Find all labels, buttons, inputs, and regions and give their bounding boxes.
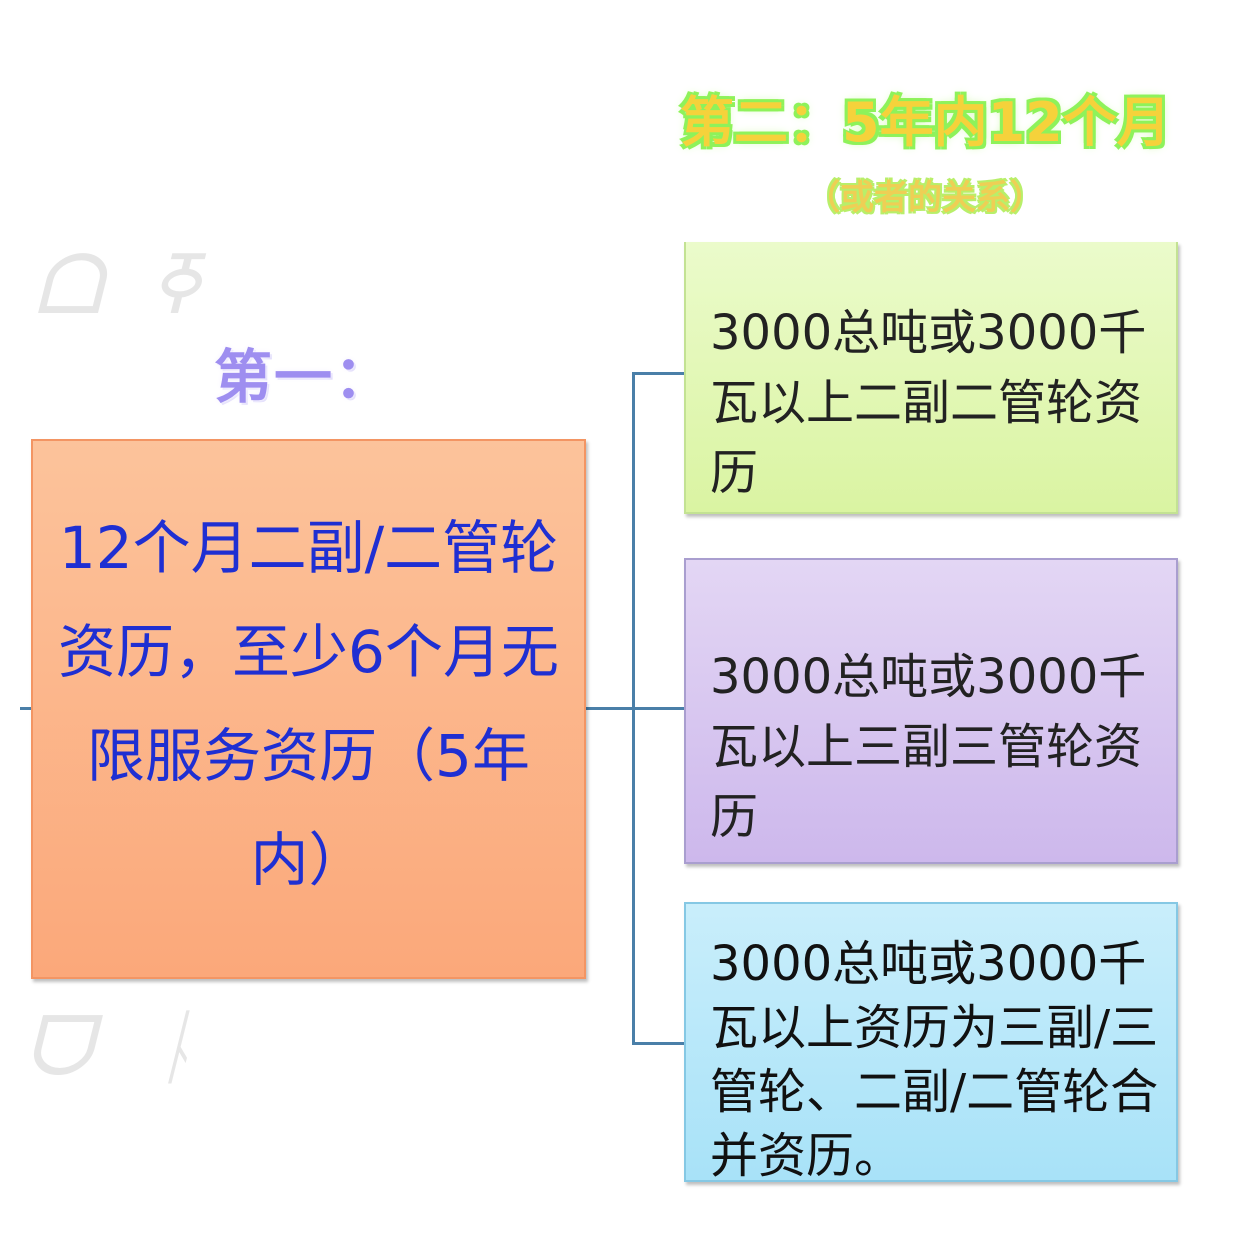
first-heading: 第一： xyxy=(214,343,395,411)
option-box-1: 3000总吨或3000千瓦以上二副二管轮资历 xyxy=(684,242,1178,514)
second-subheading: （或者的关系） xyxy=(806,178,1044,218)
connector-main-out xyxy=(586,707,634,710)
connector-to-option-2 xyxy=(632,707,684,710)
option-text-2: 3000总吨或3000千瓦以上三副三管轮资历 xyxy=(710,649,1147,845)
second-heading: 第二：5年内12个月 xyxy=(680,91,1171,154)
connector-to-option-3 xyxy=(632,1042,684,1045)
watermark-glyph: ߧ xyxy=(150,238,199,333)
option-box-3: 3000总吨或3000千瓦以上资历为三副/三管轮、二副/二管轮合并资历。 xyxy=(684,902,1178,1184)
watermark-glyph: ᗝ xyxy=(34,238,103,333)
option-text-1: 3000总吨或3000千瓦以上二副二管轮资历 xyxy=(710,305,1147,501)
watermark-glyph: ᚿ xyxy=(150,1000,200,1095)
connector-to-option-1 xyxy=(632,372,684,375)
connector-left-stub xyxy=(20,707,32,710)
option-box-2: 3000总吨或3000千瓦以上三副三管轮资历 xyxy=(684,558,1178,864)
option-text-3: 3000总吨或3000千瓦以上资历为三副/三管轮、二副/二管轮合并资历。 xyxy=(710,936,1159,1184)
main-requirement-text: 12个月二副/二管轮资历，至少6个月无限服务资历（5年内） xyxy=(58,514,559,894)
watermark-glyph: ᗜ xyxy=(24,1000,93,1095)
main-requirement-box: 12个月二副/二管轮资历，至少6个月无限服务资历（5年内） xyxy=(31,439,586,979)
